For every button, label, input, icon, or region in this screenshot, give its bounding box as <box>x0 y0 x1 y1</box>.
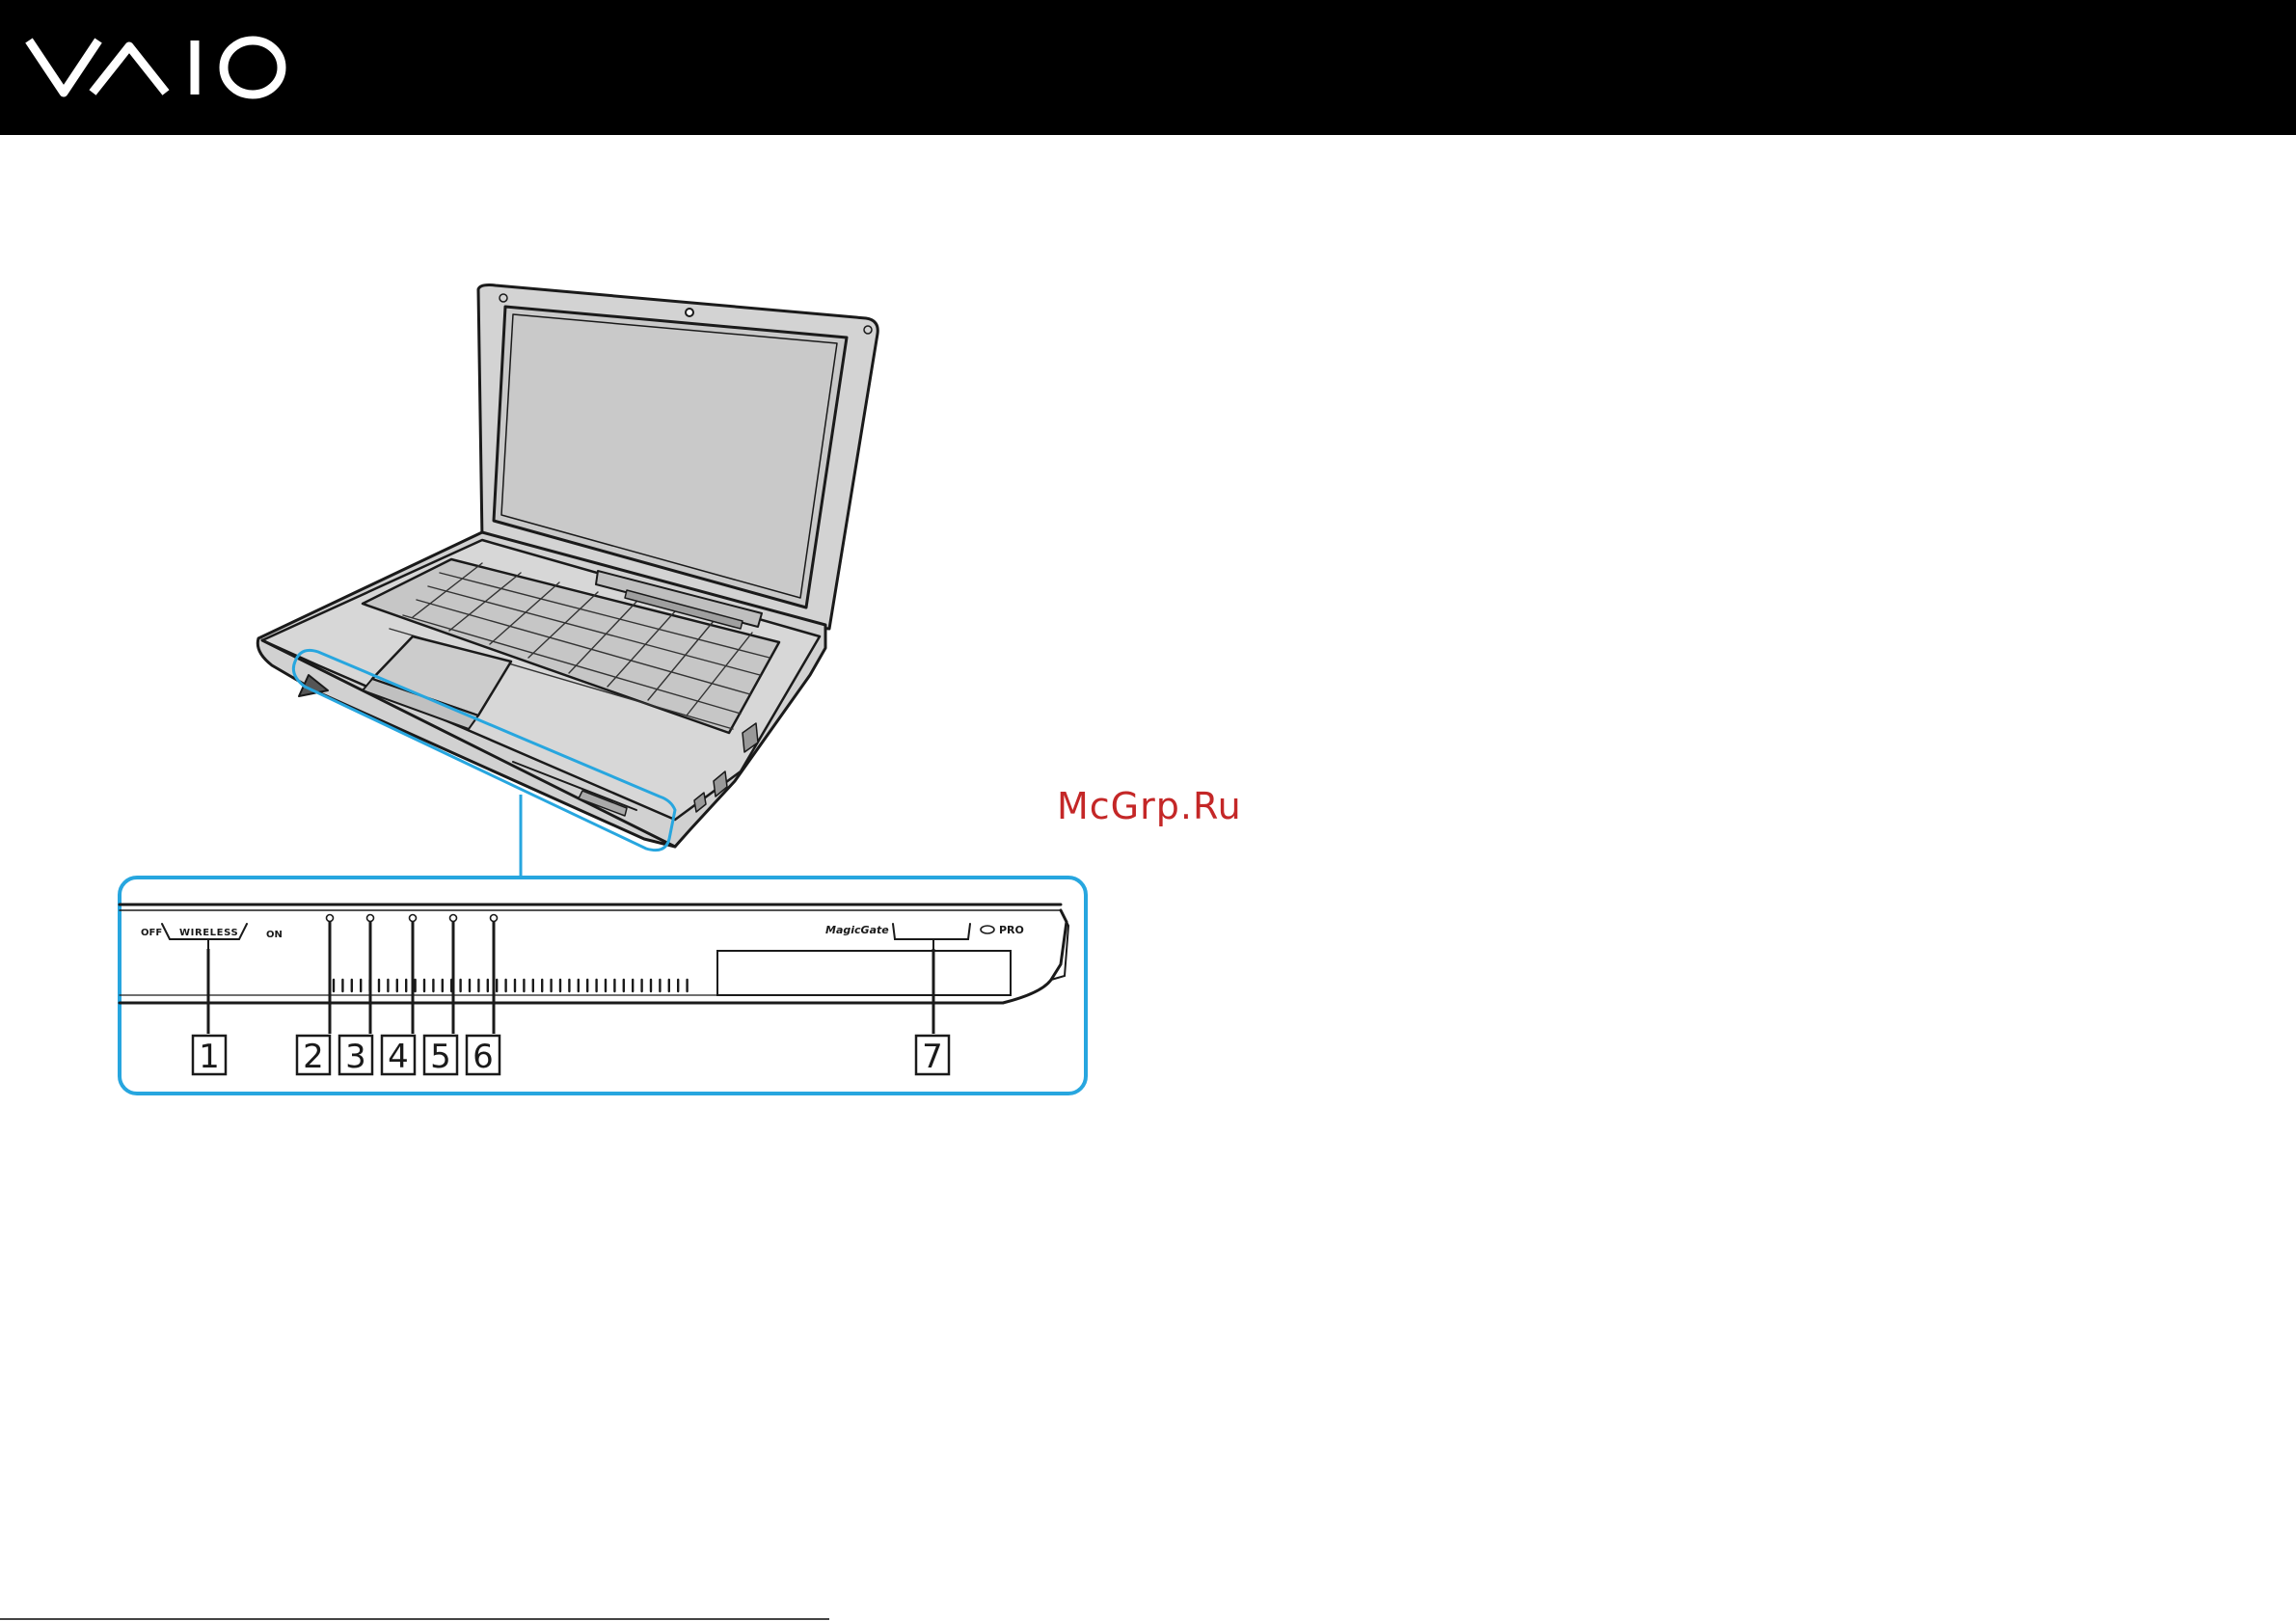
switch-label-off: OFF <box>141 928 162 938</box>
callout-number: 1 <box>199 1038 220 1076</box>
switch-label-on: ON <box>266 930 283 940</box>
callout-6: 6 <box>467 1036 500 1076</box>
callout-2: 2 <box>297 1036 330 1076</box>
callout-number: 3 <box>345 1038 366 1076</box>
callout-number: 6 <box>473 1038 494 1076</box>
callout-number: 4 <box>388 1038 409 1076</box>
pro-label: PRO <box>999 924 1024 936</box>
callout-3: 3 <box>339 1036 372 1076</box>
switch-label-wireless: WIRELESS <box>179 928 238 938</box>
footer-rule <box>0 1618 829 1620</box>
callout-1: 1 <box>193 1036 226 1076</box>
callout-number: 7 <box>922 1038 943 1076</box>
laptop-drawing <box>257 285 878 848</box>
watermark-text: McGrp.Ru <box>1057 785 1242 827</box>
callout-7: 7 <box>916 1036 949 1076</box>
callout-4: 4 <box>382 1036 415 1076</box>
callout-5: 5 <box>424 1036 457 1076</box>
callout-number: 5 <box>430 1038 451 1076</box>
magicgate-label: MagicGate <box>825 924 889 936</box>
callout-number: 2 <box>303 1038 324 1076</box>
